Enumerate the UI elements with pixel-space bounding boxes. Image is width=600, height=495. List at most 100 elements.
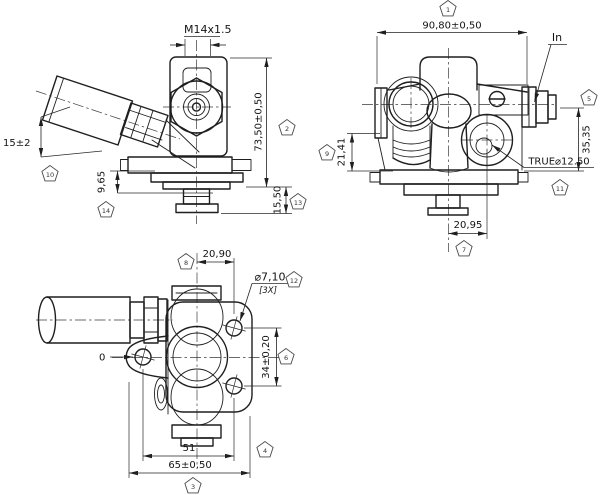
dim-inlet-height: 35,35 — [524, 107, 593, 172]
balloon-9: 9 — [318, 143, 336, 161]
svg-text:12: 12 — [290, 277, 298, 285]
hex-nut — [170, 77, 223, 137]
left-port-bore — [388, 81, 434, 127]
flange-plate — [165, 301, 253, 413]
balloon-11: 11 — [551, 178, 569, 196]
overall-height-label: 73,50±0,50 — [254, 92, 265, 151]
thread-dim-label: M14x1.5 — [184, 23, 232, 36]
pentagon-icon — [289, 192, 307, 210]
dim-overall-width-top: 65±0,50 — [128, 382, 251, 478]
balloon-5: 5 — [580, 88, 598, 106]
inlet-height-label: 35,35 — [582, 125, 593, 154]
pentagon-icon — [551, 178, 569, 196]
bolt-hole-top-right — [222, 316, 246, 340]
inlet-callout: In — [534, 31, 567, 103]
dim-thread: M14x1.5 — [170, 23, 232, 56]
svg-text:14: 14 — [102, 207, 110, 215]
mounting-flange — [127, 156, 233, 174]
plunger-barrel — [41, 75, 134, 146]
pentagon-icon — [97, 200, 115, 218]
hex-adapter — [119, 102, 169, 148]
hole-spacing-label: 34±0,20 — [261, 335, 272, 378]
svg-text:4: 4 — [263, 447, 267, 455]
front-view: 90,80±0,50 In 35,35 21,41 — [337, 21, 594, 252]
balloon-14: 14 — [97, 200, 115, 218]
pentagon-icon — [177, 252, 195, 270]
balloon-flags: 1 2 3 4 5 6 7 8 — [41, 0, 598, 494]
front-view-dimensions: 90,80±0,50 In 35,35 21,41 — [337, 21, 594, 239]
boss-height-label: 21,41 — [337, 138, 348, 167]
flange-collar-label: 9,65 — [97, 171, 108, 193]
central-bore — [165, 325, 229, 389]
dim-overall-height: 73,50±0,50 — [230, 57, 292, 188]
dim-flange-to-collar: 9,65 — [97, 170, 213, 194]
bolt-hole-left — [131, 345, 155, 369]
svg-text:5: 5 — [587, 95, 591, 103]
front-view-geometry — [369, 56, 557, 216]
side-view-geometry — [41, 56, 252, 214]
bolt-span-label: 51 — [183, 443, 196, 454]
hole-diameter-label: ⌀7,10 — [254, 271, 285, 284]
svg-text:6: 6 — [284, 354, 288, 362]
dim-bolt-span: 51 — [142, 369, 235, 461]
pentagon-icon — [580, 88, 598, 106]
side-view: M14x1.5 73,50±0,50 15,50 15±2 — [3, 23, 292, 224]
svg-text:8: 8 — [184, 259, 188, 267]
balloon-1: 1 — [439, 0, 457, 17]
balloon-6: 6 — [277, 347, 295, 365]
pentagon-icon — [285, 270, 303, 288]
hole-count-label: [3X] — [259, 286, 277, 296]
datum-zero: 0 — [99, 353, 133, 364]
svg-text:1: 1 — [446, 6, 450, 14]
svg-text:13: 13 — [294, 199, 302, 207]
true-position-label: TRUE⌀12.50 — [527, 157, 589, 168]
top-view-geometry — [37, 285, 253, 447]
balloon-3: 3 — [184, 476, 202, 494]
side-view-dimensions: M14x1.5 73,50±0,50 15,50 15±2 — [3, 23, 292, 214]
pentagon-icon — [184, 476, 202, 494]
shaft-length-label: 15,50 — [273, 186, 284, 215]
pentagon-icon — [455, 239, 473, 257]
dim-boss-height: 21,41 — [337, 133, 393, 172]
svg-text:10: 10 — [46, 171, 54, 179]
pentagon-icon — [41, 164, 59, 182]
dim-hole-spacing: 34±0,20 — [244, 327, 282, 387]
pentagon-icon — [278, 118, 296, 136]
dim-overall-width: 90,80±0,50 — [376, 21, 528, 84]
dim-outlet-offset: 20,95 — [448, 150, 488, 239]
top-view-dimensions: 20,90 ⌀7,10 [3X] 34±0,20 0 — [99, 249, 288, 478]
svg-text:3: 3 — [191, 483, 195, 491]
svg-text:7: 7 — [462, 246, 466, 254]
balloon-12: 12 — [285, 270, 303, 288]
balloon-8: 8 — [177, 252, 195, 270]
svg-text:9: 9 — [325, 150, 329, 158]
pentagon-icon — [318, 143, 336, 161]
dim-shaft-length: 15,50 — [221, 186, 292, 215]
central-boss — [426, 93, 472, 129]
datum-zero-label: 0 — [99, 353, 105, 364]
top-view-centerlines — [36, 253, 292, 466]
bolt-hole-bottom-right — [222, 374, 246, 398]
overall-width-label: 90,80±0,50 — [422, 21, 481, 32]
dim-hole-offset: 20,90 — [197, 249, 235, 314]
hole-offset-label: 20,90 — [203, 249, 232, 260]
svg-text:2: 2 — [285, 125, 289, 133]
pentagon-icon — [256, 440, 274, 458]
overall-width-top-label: 65±0,50 — [168, 460, 211, 471]
balloon-10: 10 — [41, 164, 59, 182]
pentagon-icon — [439, 0, 457, 17]
inlet-label: In — [552, 31, 562, 44]
balloon-7: 7 — [455, 239, 473, 257]
top-view: 20,90 ⌀7,10 [3X] 34±0,20 0 — [36, 249, 292, 478]
svg-text:11: 11 — [556, 185, 564, 193]
true-position-callout: TRUE⌀12.50 — [491, 144, 594, 168]
balloon-2: 2 — [278, 118, 296, 136]
balloon-13: 13 — [289, 192, 307, 210]
side-view-centerlines — [35, 40, 231, 224]
top-dome — [419, 56, 478, 91]
dim-lever-travel: 15±2 — [3, 106, 103, 158]
hole-callout: ⌀7,10 [3X] — [239, 271, 288, 322]
lever-travel-label: 15±2 — [3, 138, 30, 149]
balloon-4: 4 — [256, 440, 274, 458]
